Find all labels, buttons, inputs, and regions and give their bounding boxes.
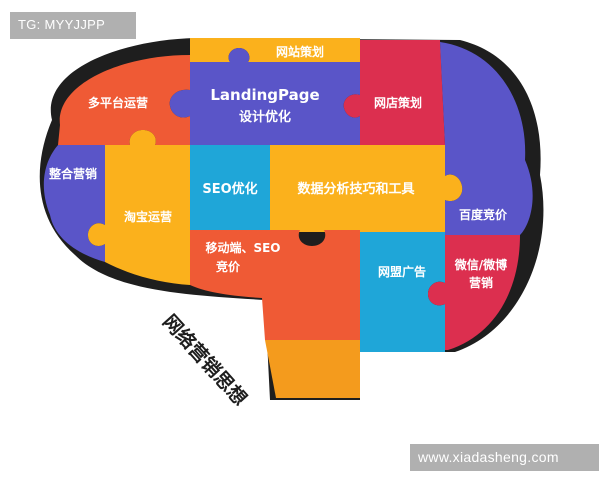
label-seo: SEO优化: [202, 181, 257, 197]
label-baidu: 百度竞价: [459, 207, 508, 222]
piece-landing-page: [169, 48, 360, 145]
piece-integrated: [43, 145, 105, 262]
piece-taobao: [88, 130, 190, 285]
label-multiplatform: 多平台运营: [88, 95, 148, 110]
piece-website-planning: [190, 38, 360, 62]
piece-seo: [190, 145, 270, 230]
piece-baidu: [440, 42, 533, 235]
brain-stem: [265, 340, 360, 398]
watermark-bottom: www.xiadasheng.com: [410, 444, 599, 471]
label-landing-page-1: LandingPage: [210, 86, 319, 104]
piece-wechat-weibo: [428, 235, 520, 350]
label-union-ads: 网盟广告: [378, 264, 426, 279]
label-data-analysis: 数据分析技巧和工具: [297, 181, 414, 197]
label-mobile-seo-2: 竞价: [216, 259, 241, 274]
label-wechat-weibo-2: 营销: [469, 275, 493, 290]
label-website-planning: 网站策划: [276, 44, 324, 59]
label-mobile-seo-1: 移动端、SEO: [205, 240, 280, 255]
piece-store-planning: [343, 40, 445, 145]
label-integrated: 整合营销: [48, 166, 97, 181]
piece-mobile-seo: [190, 230, 360, 340]
label-wechat-weibo-1: 微信/微博: [454, 257, 507, 272]
diagram-title: 网络营销思想: [158, 310, 251, 410]
piece-multiplatform: [58, 55, 190, 145]
label-landing-page-2: 设计优化: [239, 109, 291, 125]
piece-data-analysis: [270, 145, 463, 232]
label-store-planning: 网店策划: [374, 95, 422, 110]
piece-union-ads: [360, 232, 445, 352]
label-taobao: 淘宝运营: [124, 209, 172, 224]
watermark-top: TG: MYYJJPP: [10, 12, 136, 39]
